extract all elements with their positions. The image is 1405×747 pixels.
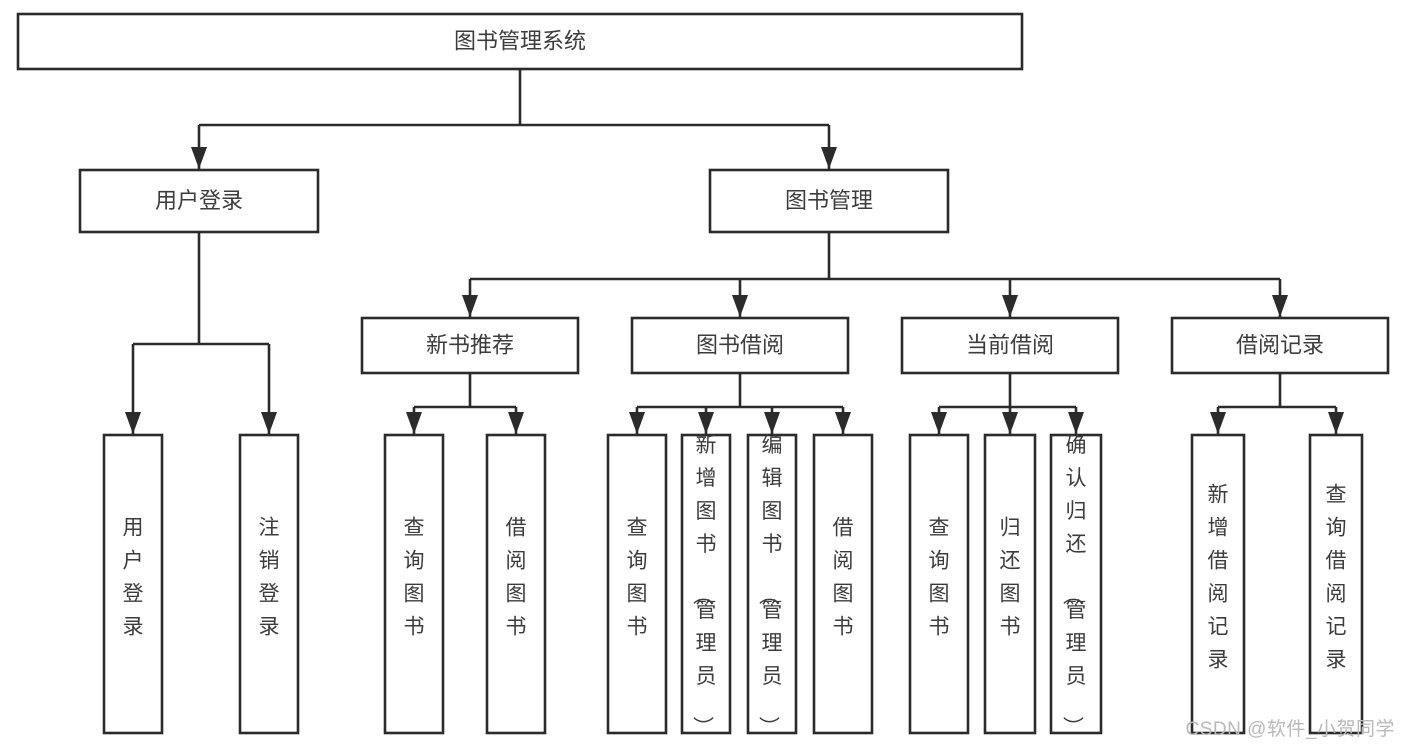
arrow-head-current-borrow [1002,295,1018,317]
node-leaf-add-record[interactable]: 新增借阅记录 [1190,433,1246,735]
node-label-book-manage: 图书管理 [785,188,873,213]
node-leaf-confirm-return[interactable]: 确认归还（管理员） [1049,433,1103,737]
node-leaf-edit-book[interactable]: 编辑图书（管理员） [746,433,798,737]
arrow-head-leaf-edit-book [764,412,780,434]
node-box-user-login [78,168,320,234]
arrow-head-leaf-borrow-book [835,412,851,434]
node-box-leaf-query-book-rec [383,433,445,735]
node-leaf-borrow-book-rec[interactable]: 借阅图书 [485,433,547,735]
node-leaf-return-book[interactable]: 归还图书 [983,433,1037,735]
node-label-leaf-add-book: 新增图书（管理员） [691,434,717,737]
node-box-leaf-confirm-return [1049,433,1103,735]
node-current-borrow[interactable]: 当前借阅 [900,316,1120,375]
arrow-head-leaf-return-book [1002,412,1018,434]
arrow-head-book-borrow [732,295,748,317]
node-box-book-borrow [630,316,850,375]
node-borrow-record[interactable]: 借阅记录 [1170,316,1390,375]
arrow-head-leaf-borrow-book-rec [508,412,524,434]
node-label-leaf-user-login: 用户登录 [123,517,144,639]
node-box-leaf-add-record [1190,433,1246,735]
node-box-leaf-add-book [680,433,732,735]
node-label-leaf-return-book: 归还图书 [1000,517,1021,639]
node-leaf-query-book-borrow[interactable]: 查询图书 [606,433,668,735]
node-box-leaf-borrow-book-rec [485,433,547,735]
node-box-new-book-recommend [360,316,580,375]
node-label-book-borrow: 图书借阅 [696,332,784,357]
node-label-leaf-query-book-borrow: 查询图书 [627,517,648,639]
node-box-current-borrow [900,316,1120,375]
arrow-head-new-book-recommend [462,295,478,317]
arrow-head-leaf-query-record [1328,412,1344,434]
node-leaf-query-book-cur[interactable]: 查询图书 [908,433,970,735]
node-label-root: 图书管理系统 [454,28,586,53]
arrow-head-leaf-logout [261,412,277,434]
node-label-leaf-query-book-rec: 查询图书 [404,517,425,639]
arrow-head-leaf-add-book [698,412,714,434]
node-user-login[interactable]: 用户登录 [78,168,320,234]
node-label-user-login: 用户登录 [155,188,243,213]
node-box-leaf-edit-book [746,433,798,735]
node-label-leaf-query-book-cur: 查询图书 [929,517,950,639]
arrow-head-leaf-query-book-rec [406,412,422,434]
node-box-leaf-return-book [983,433,1037,735]
node-layer: 图书管理系统用户登录图书管理新书推荐图书借阅当前借阅借阅记录用户登录注销登录查询… [16,12,1390,737]
node-box-leaf-query-book-cur [908,433,970,735]
node-leaf-query-record[interactable]: 查询借阅记录 [1308,433,1364,735]
node-box-leaf-borrow-book [812,433,874,735]
node-box-leaf-logout [238,433,300,735]
node-label-current-borrow: 当前借阅 [966,332,1054,357]
edge-layer [125,69,1344,434]
node-leaf-logout[interactable]: 注销登录 [238,433,300,735]
arrow-head-leaf-query-book-borrow [629,412,645,434]
node-box-leaf-query-book-borrow [606,433,668,735]
node-label-leaf-borrow-book: 借阅图书 [833,517,854,639]
arrow-head-leaf-confirm-return [1068,412,1084,434]
node-box-leaf-user-login [102,433,164,735]
node-box-borrow-record [1170,316,1390,375]
node-label-leaf-confirm-return: 确认归还（管理员） [1061,434,1087,737]
node-label-leaf-borrow-book-rec: 借阅图书 [506,517,527,639]
arrow-head-leaf-user-login [125,412,141,434]
arrow-head-book-manage [821,147,837,169]
node-leaf-query-book-rec[interactable]: 查询图书 [383,433,445,735]
node-new-book-recommend[interactable]: 新书推荐 [360,316,580,375]
node-label-borrow-record: 借阅记录 [1236,332,1324,357]
arrow-head-leaf-add-record [1210,412,1226,434]
node-box-leaf-query-record [1308,433,1364,735]
watermark-label: CSDN @软件_小贺同学 [1185,719,1395,740]
node-leaf-add-book[interactable]: 新增图书（管理员） [680,433,732,737]
node-book-manage[interactable]: 图书管理 [708,168,950,234]
node-root[interactable]: 图书管理系统 [16,12,1024,71]
node-box-root [16,12,1024,71]
node-label-leaf-add-record: 新增借阅记录 [1208,484,1229,672]
node-label-leaf-logout: 注销登录 [259,517,280,639]
node-leaf-user-login[interactable]: 用户登录 [102,433,164,735]
arrow-head-leaf-query-book-cur [931,412,947,434]
node-leaf-borrow-book[interactable]: 借阅图书 [812,433,874,735]
node-book-borrow[interactable]: 图书借阅 [630,316,850,375]
arrow-head-user-login [191,147,207,169]
node-label-leaf-edit-book: 编辑图书（管理员） [757,434,783,737]
node-box-book-manage [708,168,950,234]
node-label-leaf-query-record: 查询借阅记录 [1326,484,1347,672]
node-label-new-book-recommend: 新书推荐 [426,332,514,357]
arrow-head-borrow-record [1272,295,1288,317]
